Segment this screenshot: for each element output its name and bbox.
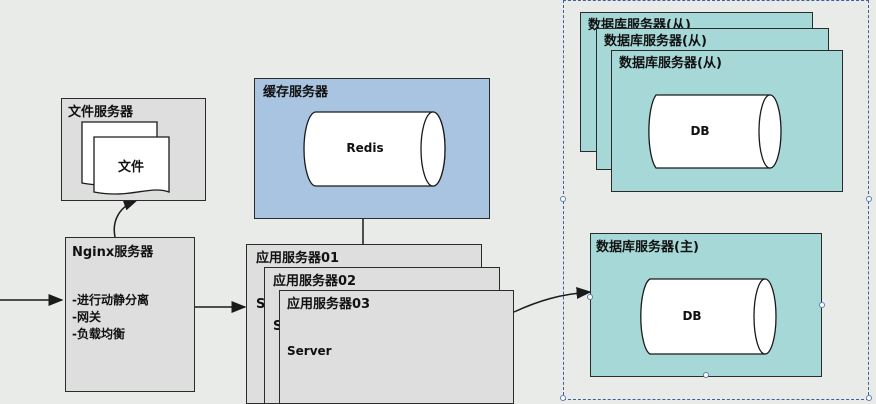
- db-master-label: DB: [682, 309, 702, 323]
- redis-label: Redis: [346, 141, 384, 155]
- connection-point[interactable]: [587, 294, 593, 300]
- cache-server-title: 缓存服务器: [263, 85, 329, 100]
- selection-handle[interactable]: [560, 395, 566, 401]
- app-server-03-title: 应用服务器03: [287, 297, 371, 312]
- nginx-feature-list: -进行动静分离 -网关 -负载均衡: [72, 292, 149, 343]
- file-doc-label: 文件: [118, 160, 145, 175]
- app-server-01-title: 应用服务器01: [256, 251, 340, 266]
- app-server-03-server-label: Server: [287, 344, 332, 358]
- app-server-01-peek: S: [256, 297, 266, 312]
- selection-handle[interactable]: [560, 196, 566, 202]
- db-master-title: 数据库服务器(主): [596, 240, 699, 255]
- db-slave-3-title: 数据库服务器(从): [619, 56, 722, 71]
- nginx-title: Nginx服务器: [72, 245, 154, 260]
- connection-point[interactable]: [819, 302, 825, 308]
- app-server-02-peek: S: [273, 319, 283, 334]
- nginx-to-file-arrow: [113, 199, 139, 238]
- app-server-03: 应用服务器03 Server: [279, 290, 514, 404]
- nginx-feature-item: -进行动静分离: [72, 293, 149, 307]
- db-slave-2-title: 数据库服务器(从): [604, 34, 707, 49]
- selection-handle[interactable]: [866, 196, 872, 202]
- selection-handle[interactable]: [866, 395, 872, 401]
- app-to-db-arrow: [513, 286, 592, 313]
- nginx-feature-item: -网关: [72, 310, 101, 324]
- nginx-server-box: Nginx服务器 -进行动静分离 -网关 -负载均衡: [65, 237, 195, 392]
- nginx-feature-item: -负载均衡: [72, 327, 125, 341]
- file-server-title: 文件服务器: [68, 105, 134, 120]
- db-slave-label: DB: [690, 124, 710, 138]
- app-server-02-title: 应用服务器02: [273, 274, 357, 289]
- connection-point[interactable]: [703, 372, 709, 378]
